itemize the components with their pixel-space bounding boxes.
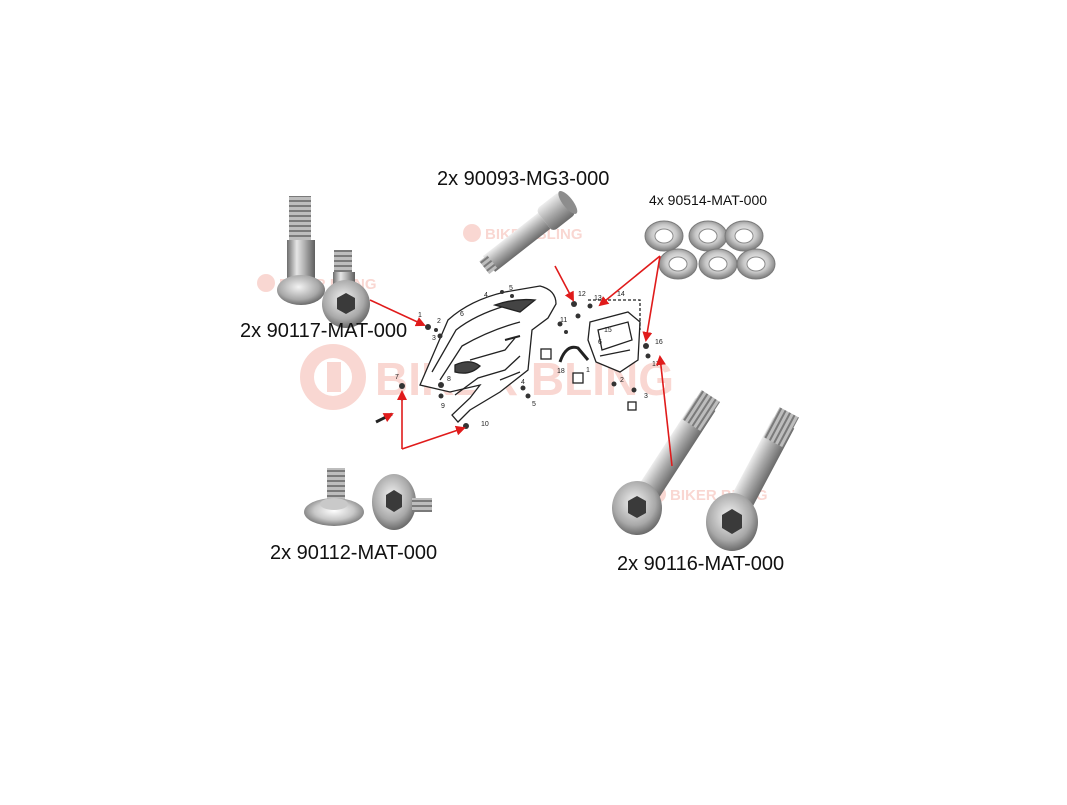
washer-hole [734, 228, 754, 244]
label-90112: 2x 90112-MAT-000 [270, 542, 438, 564]
watermark-logo [300, 344, 366, 410]
bolt-90117-long [277, 196, 325, 305]
callout-number: 10 [481, 421, 489, 428]
callout-number: 9 [441, 403, 445, 410]
callout-number: 8 [447, 376, 451, 383]
callout-number: 5 [509, 285, 513, 292]
callout-number: 4 [521, 379, 525, 386]
washer-hole [654, 228, 674, 244]
label-90117: 2x 90117-MAT-000 [240, 320, 408, 342]
callout-number: 6 [460, 311, 464, 318]
callout-number: 1 [586, 367, 590, 374]
callout-number: 2 [437, 318, 441, 325]
callout-number: 13 [594, 295, 602, 302]
hex-socket-icon [722, 509, 742, 534]
bolt-90093 [479, 190, 578, 275]
washer-hole [668, 256, 688, 272]
callout-number: 6 [598, 339, 602, 346]
label-90514: 4x 90514-MAT-000 [649, 192, 768, 208]
callout-number: 4 [484, 292, 488, 299]
bolt-90116-front [629, 389, 721, 512]
callout-number: 17 [652, 361, 660, 368]
callout-number: 15 [604, 327, 612, 334]
callout-number: 14 [617, 291, 625, 298]
bolt-90117-short [322, 250, 370, 328]
callout-number: 18 [557, 368, 565, 375]
bolt-90112-front [372, 474, 432, 530]
callout-number: 16 [655, 339, 663, 346]
red-arrows [369, 255, 673, 467]
callout-number: 7 [395, 374, 399, 381]
hex-socket-icon [628, 496, 646, 518]
callout-number: 2 [620, 377, 624, 384]
callout-number: 3 [432, 335, 436, 342]
label-90093: 2x 90093-MG3-000 [437, 168, 610, 190]
bolt-90112-side [304, 468, 364, 526]
callout-number: 1 [418, 312, 422, 319]
washers-90514 [644, 220, 776, 280]
rear-cowl-line-drawing [375, 285, 651, 429]
callout-number: 3 [644, 393, 648, 400]
label-90116: 2x 90116-MAT-000 [617, 553, 785, 575]
callout-number: 5 [532, 401, 536, 408]
callout-number: 12 [578, 291, 586, 298]
washer-hole [708, 256, 728, 272]
callout-number: 11 [560, 317, 567, 324]
washer-hole [746, 256, 766, 272]
washer-hole [698, 228, 718, 244]
